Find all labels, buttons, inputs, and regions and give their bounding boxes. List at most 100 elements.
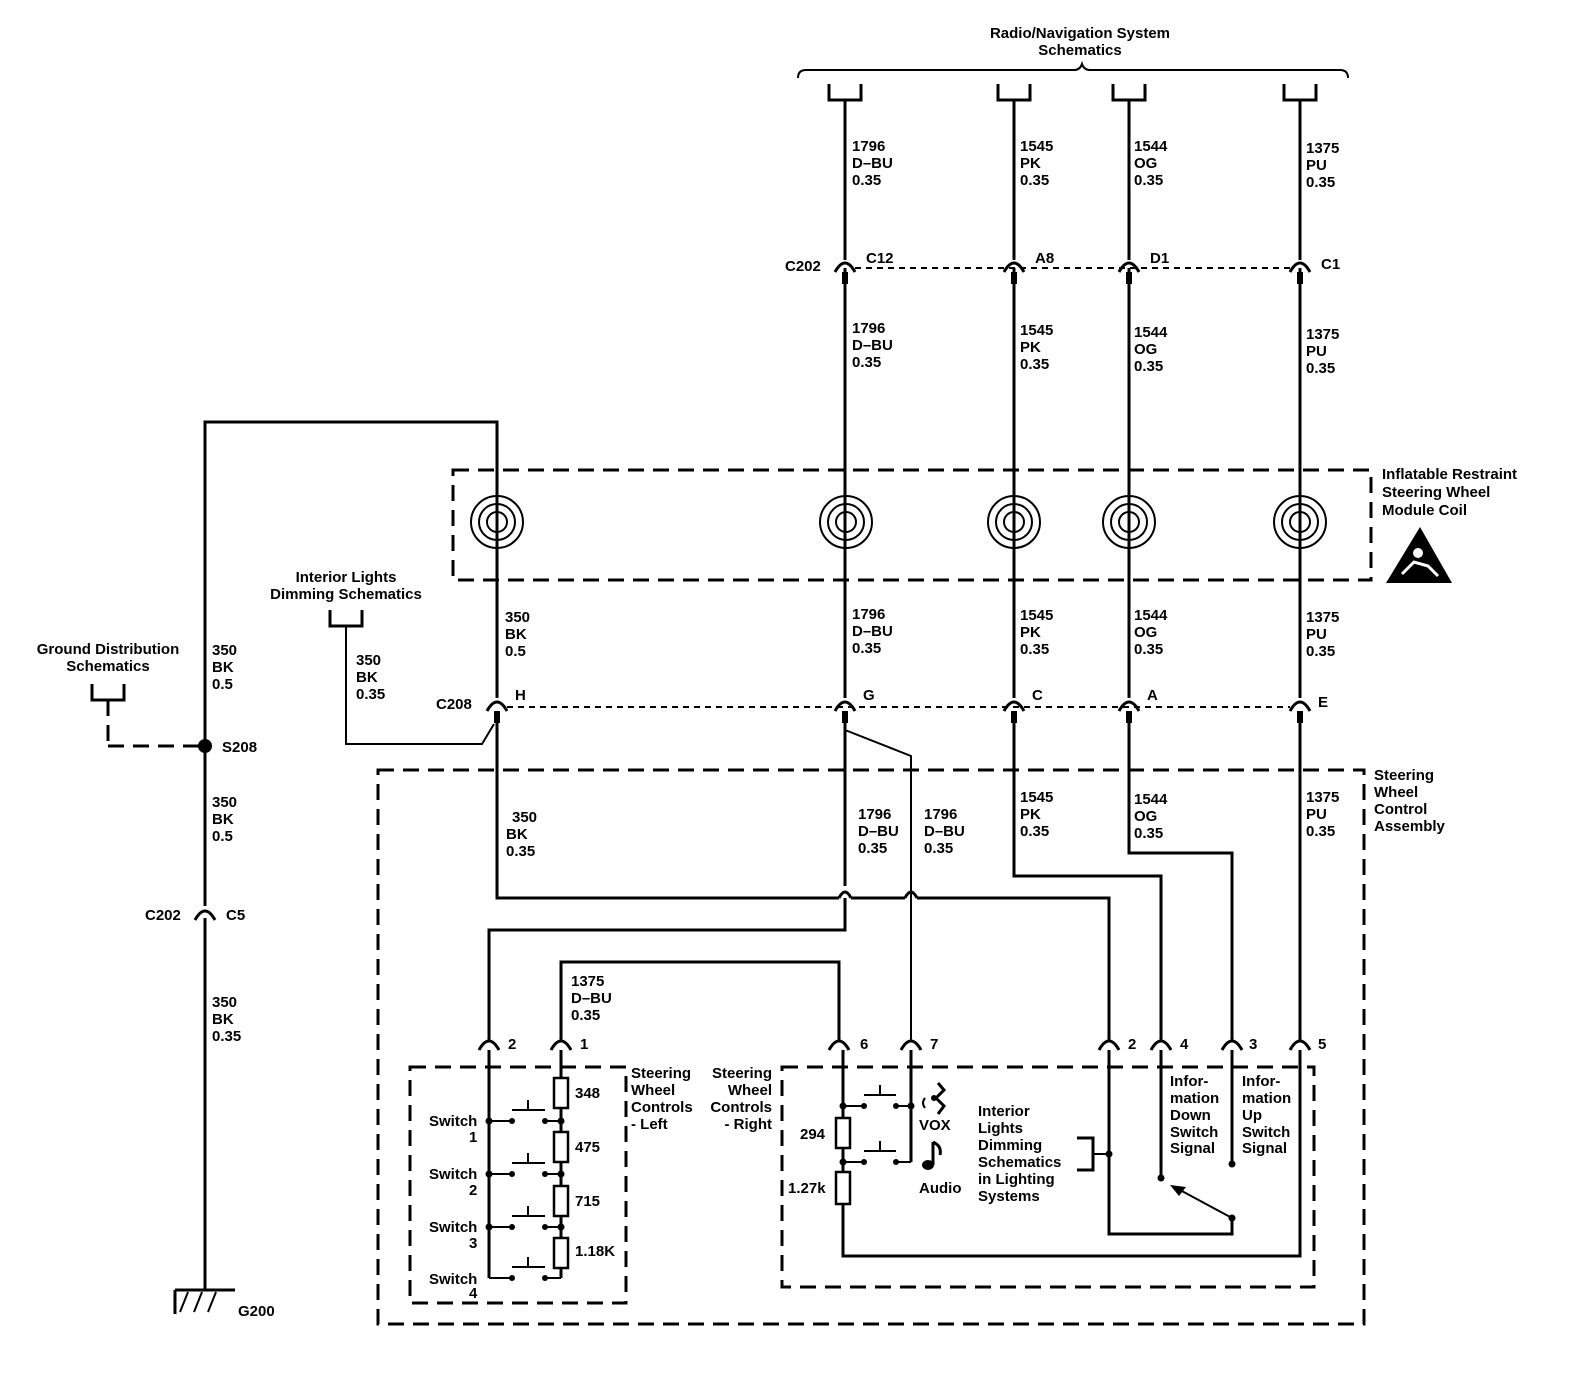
wire-label: PU [1306,626,1327,643]
switch-label: Switch [429,1113,477,1130]
signal-label: mation [1242,1090,1291,1107]
pin-label: 6 [860,1036,868,1053]
wire-label: 1544 [1134,607,1168,624]
wire-350 [203,420,499,1280]
signal-label: Signal [1170,1140,1215,1157]
wire-label: 0.35 [1306,174,1335,191]
signal-label: mation [1170,1090,1219,1107]
wire-label: 350 [212,642,237,659]
pin-label: A8 [1035,250,1054,267]
pin-label: D1 [1150,250,1169,267]
wire-label: 0.35 [1020,172,1049,189]
component-label: Steering [712,1065,772,1082]
info-switch-arm [1179,1189,1233,1219]
wire-label: 0.35 [852,172,881,189]
wire-label: 1545 [1020,138,1053,155]
wire-label: PK [1020,339,1041,356]
pin-label: C1 [1321,256,1340,273]
wire-label: BK [356,669,378,686]
component-label: Steering [631,1065,691,1082]
steering-wheel-controls-right: Steering Wheel Controls - Right 294 1.27… [710,1050,1316,1289]
wire-label: 0.35 [1020,356,1049,373]
wire-label: 1375 [1306,326,1339,343]
splice-dot [198,739,212,753]
component-label: Inflatable Restraint [1382,466,1517,483]
wire-label: 350 [212,794,237,811]
component-label: - Right [725,1116,772,1133]
wire-label: 0.35 [1134,358,1163,375]
assembly-wiring [487,723,1302,1042]
wire-label: OG [1134,808,1157,825]
resistor-label: 1.18K [575,1243,615,1260]
switch-label: Switch [429,1219,477,1236]
ref-text: Schematics [1038,42,1121,59]
wire-label: OG [1134,341,1157,358]
wire-label: 1544 [1134,138,1168,155]
wire-label: 350 [212,994,237,1011]
wire-label: 1375 [571,973,604,990]
pin-label: 2 [508,1036,516,1053]
wire-label: 1545 [1020,322,1053,339]
pin-label: H [515,687,526,704]
interior-lights-reference: Interior Lights Dimming Schematics [270,569,495,745]
wire-labels-mid: 350 BK 0.5 1796 D–BU 0.35 1545 PK 0.35 1… [212,606,1339,1045]
resistor-label: 348 [575,1085,600,1102]
connector-c208-row: C208 H G C A E [436,687,1328,723]
pin-label: 3 [1249,1036,1257,1053]
resistor-294 [834,1116,852,1150]
switch-2 [489,1153,561,1177]
pin-label: C12 [866,250,894,267]
component-label: Module Coil [1382,502,1467,519]
switch-3 [489,1206,561,1230]
wire-label: 1375 [1306,789,1339,806]
wires-top [843,100,1302,698]
component-label: Controls [710,1099,772,1116]
wire-label: 0.35 [1134,641,1163,658]
pin-label: 4 [1180,1036,1189,1053]
resistor-label: 475 [575,1139,600,1156]
wire-label: 1544 [1134,324,1168,341]
resistor-475 [552,1130,570,1164]
wire-label: 0.35 [356,686,385,703]
pin-label: 5 [1318,1036,1326,1053]
ref-text: Dimming [978,1137,1042,1154]
signal-label: Infor- [1242,1073,1280,1090]
voice-icon [922,1082,947,1115]
wire-label: BK [212,811,234,828]
connector-label: C202 [785,258,821,275]
wire-label: 1796 [924,806,957,823]
ref-text: Systems [978,1188,1040,1205]
signal-label: Up [1242,1107,1262,1124]
wire-label: BK [212,659,234,676]
vox-label: VOX [919,1117,951,1134]
resistor-1-27k [834,1170,852,1206]
wire-label: 0.35 [1306,360,1335,377]
resistor-348 [552,1076,570,1110]
signal-label: Down [1170,1107,1211,1124]
wire-label: 1796 [852,606,885,623]
ref-text: in Lighting [978,1171,1055,1188]
switch-label: Switch [429,1166,477,1183]
wire-label: 0.35 [212,1028,241,1045]
wire-label: 0.35 [506,843,535,860]
wire-label: BK [506,826,528,843]
steering-wheel-control-assembly: Steering Wheel Control Assembly [376,767,1446,1326]
airbag-warning-icon [1386,527,1452,583]
radio-nav-reference: Radio/Navigation System Schematics [797,25,1349,102]
wire-label: PU [1306,157,1327,174]
wire-label: D–BU [852,155,893,172]
pin-label: G [863,687,875,704]
wire-label: D–BU [924,823,965,840]
wire-label: 350 [505,609,530,626]
wire-label: 0.35 [571,1007,600,1024]
pin-label: 2 [1128,1036,1136,1053]
wire-label: 1375 [1306,140,1339,157]
wire-label: 350 [512,809,537,826]
signal-label: Switch [1242,1124,1290,1141]
component-label: Controls [631,1099,693,1116]
wire-label: 1375 [1306,609,1339,626]
switch-label: Switch [429,1271,477,1288]
connector-c202-c5: C202 C5 [145,907,245,924]
component-label: Steering Wheel [1382,484,1490,501]
